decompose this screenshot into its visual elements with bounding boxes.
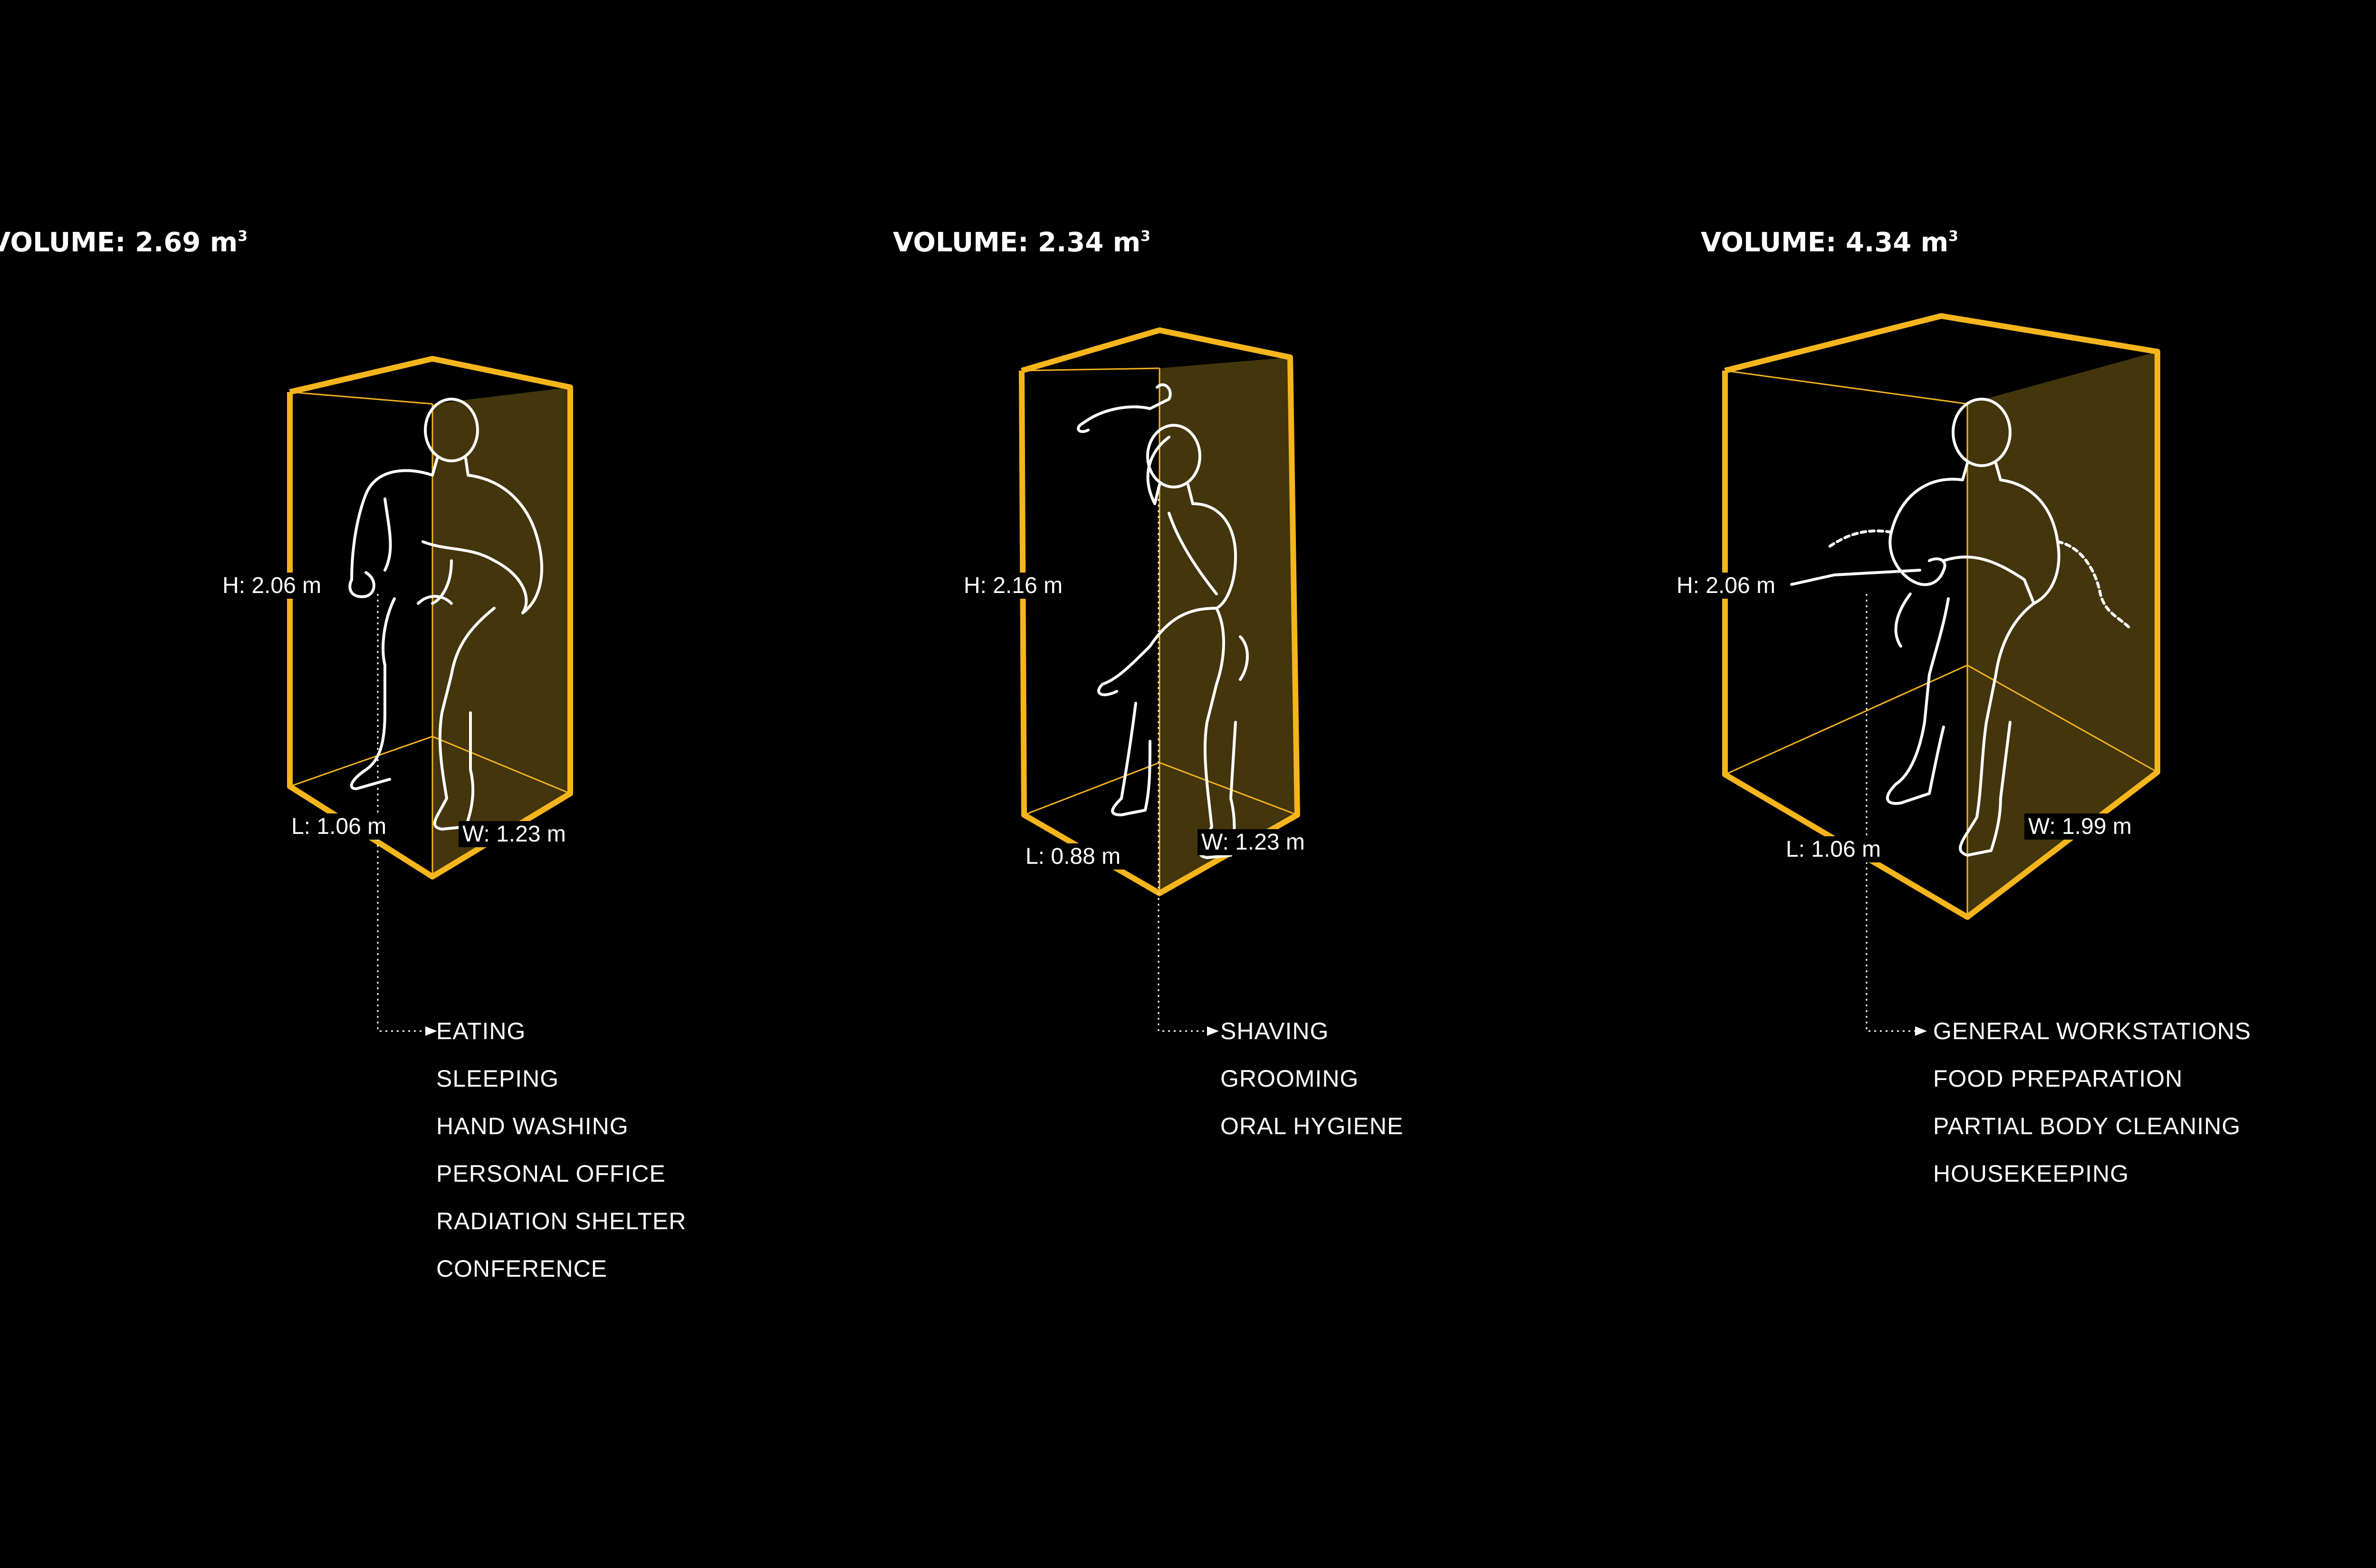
arrow-right-icon (1207, 1026, 1219, 1036)
volume-title: VOLUME: 2.69 m3 (0, 227, 248, 258)
activity-list: GENERAL WORKSTATIONS FOOD PREPARATION PA… (1933, 1017, 2251, 1207)
height-label: H: 2.06 m (1673, 573, 1780, 599)
height-label: H: 2.06 m (219, 573, 326, 599)
activity-item: PARTIAL BODY CLEANING (1933, 1113, 2241, 1139)
box-right-face (1967, 352, 2157, 917)
activity-item: ORAL HYGIENE (1220, 1113, 1404, 1139)
volume-title: VOLUME: 4.34 m3 (1701, 227, 1958, 258)
length-label: L: 1.06 m (1782, 836, 1885, 862)
leader-line (1158, 499, 1207, 1032)
height-label: H: 2.16 m (960, 573, 1067, 599)
activity-item: PERSONAL OFFICE (436, 1160, 666, 1187)
width-label: W: 1.23 m (1198, 829, 1309, 855)
human-figure-icon (1790, 398, 2130, 857)
activity-item: SHAVING (1220, 1018, 1329, 1044)
panel-volume-3: VOLUME: 4.34 m3 H: 2.06 m L: 1.06 m (1616, 0, 2376, 1568)
length-label: L: 1.06 m (287, 813, 391, 840)
leader-line (377, 594, 425, 1032)
volume-box-diagram (1019, 327, 1300, 1036)
box-outline (1722, 313, 2160, 920)
volume-box-diagram (1722, 313, 2160, 1036)
length-label: L: 0.88 m (1022, 843, 1125, 870)
volume-title: VOLUME: 2.34 m3 (893, 227, 1150, 258)
activity-item: HAND WASHING (436, 1113, 629, 1139)
activity-list: EATING SLEEPING HAND WASHING PERSONAL OF… (436, 1017, 686, 1302)
activity-item: FOOD PREPARATION (1933, 1065, 2183, 1092)
activity-item: GENERAL WORKSTATIONS (1933, 1018, 2251, 1044)
activity-item: CONFERENCE (436, 1255, 608, 1282)
activity-item: HOUSEKEEPING (1933, 1160, 2129, 1187)
box-outline (1019, 327, 1300, 896)
human-figure-icon (348, 398, 543, 831)
width-label: W: 1.99 m (2024, 813, 2136, 840)
arrow-right-icon (1915, 1026, 1927, 1036)
activity-item: GROOMING (1220, 1065, 1359, 1092)
box-right-face (432, 387, 570, 877)
arrow-right-icon (425, 1026, 437, 1036)
box-outline (287, 356, 573, 880)
activity-item: RADIATION SHELTER (436, 1208, 687, 1234)
activity-item: SLEEPING (436, 1065, 559, 1092)
leader-line (1866, 594, 1915, 1032)
activity-item: EATING (436, 1018, 526, 1044)
width-label: W: 1.23 m (459, 821, 570, 847)
box-right-face (1159, 357, 1297, 893)
panel-volume-2: VOLUME: 2.34 m3 H: 2.16 m L: 0.88 m W: 1… (808, 0, 1616, 1568)
panel-volume-1: VOLUME: 2.69 m3 H: 2.0 (0, 0, 832, 1568)
activity-list: SHAVING GROOMING ORAL HYGIENE (1220, 1017, 1403, 1159)
volume-box-diagram (287, 356, 573, 1036)
